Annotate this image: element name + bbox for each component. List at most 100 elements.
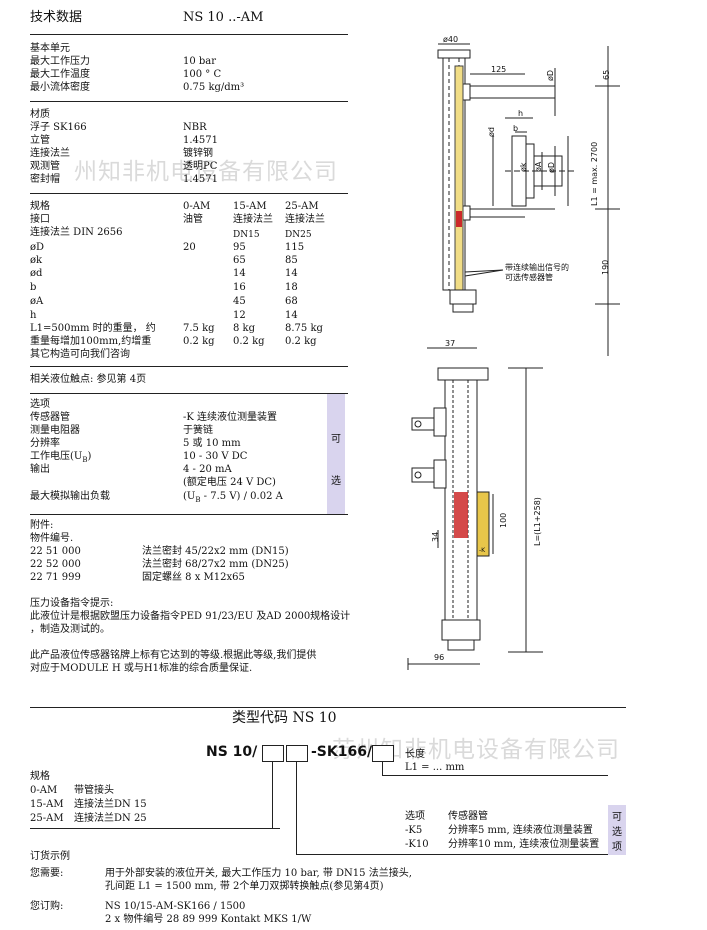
options-side-tab (327, 394, 345, 514)
pressure-line: ，制造及测试的。 (30, 624, 110, 635)
drawing-note: 带连续输出信号的 (505, 262, 569, 272)
spec-cell: 14 (285, 310, 298, 321)
technical-drawing-top: ø40 125 øD 65 h ød b øk øA øD L1 = max. … (427, 36, 620, 356)
spec-note: 其它构造可向我们咨询 (30, 349, 130, 360)
typecode-side-label: 选 (612, 827, 622, 838)
pressure-line: 此液位计是根据欧盟压力设备指令PED 91/23/EU 及AD 2000规格设计 (30, 611, 351, 622)
material-label: 连接法兰 (30, 148, 70, 159)
typecode-code-a: NS 10/ (206, 744, 258, 760)
spec-cell: 12 (233, 310, 246, 321)
sensor-pipe (454, 65, 464, 293)
order-need-line: 用于外部安装的液位开关, 最大工作压力 10 bar, 带 DN15 法兰接头, (105, 868, 412, 879)
section-rule (30, 193, 348, 194)
accessory-code: 22 52 000 (30, 559, 81, 570)
spec-cell: 20 (183, 242, 196, 253)
spec-label: øk (30, 255, 43, 266)
spec-cell: 65 (233, 255, 246, 266)
typecode-box-2 (286, 745, 308, 762)
drawing-note: 可选传感器管 (505, 272, 553, 282)
section-rule (30, 366, 348, 367)
spec-cell: 14 (285, 268, 298, 279)
basic-label: 最小流体密度 (30, 82, 90, 93)
typecode-side-label: 可 (612, 812, 622, 823)
dim-label: øk (519, 162, 528, 172)
basic-label: 最大工作温度 (30, 69, 90, 80)
dim-label: b (513, 124, 518, 133)
accessories-heading: 附件: (30, 520, 54, 531)
pressure-line: 此产品液位传感器铭牌上标有它达到的等级.根据此等级,我们提供 (30, 650, 317, 661)
options-label: 工作电压(UB) (30, 451, 91, 466)
typecode-opt-desc: 分辨率10 mm, 连续液位测量装置 (448, 839, 600, 850)
options-side-label: 可 (331, 434, 341, 445)
options-value-text: (U (183, 491, 196, 502)
spec-label: 接口 (30, 214, 50, 225)
typecode-heading: 类型代码 NS 10 (232, 710, 337, 726)
related-note: 相关液位触点: 参见第 4页 (30, 374, 147, 385)
basic-value: 0.75 kg/dm³ (183, 82, 245, 93)
dim-label: ø40 (443, 36, 458, 44)
spec-cell: DN25 (285, 230, 312, 240)
model-title: NS 10 ..-AM (183, 10, 264, 25)
typecode-spec-code: 25-AM (30, 813, 64, 824)
basic-value: 10 bar (183, 56, 217, 67)
spec-label: 重量每增加100mm,约增重 (30, 336, 152, 347)
connector-line (382, 775, 398, 776)
typecode-spec-code: 0-AM (30, 785, 58, 796)
options-value-sub: B (195, 496, 201, 504)
lower-flange (433, 459, 447, 489)
accessory-desc: 固定螺丝 8 x M12x65 (142, 572, 245, 583)
top-cap (437, 49, 471, 59)
typecode-spec-code: 15-AM (30, 799, 64, 810)
accessory-desc: 法兰密封 45/22x2 mm (DN15) (142, 546, 289, 557)
spec-label: h (30, 310, 37, 321)
typecode-code-b: -SK166/ (311, 744, 373, 760)
material-value: NBR (183, 122, 207, 133)
pressure-line: 对应于MODULE H 或与H1标准的综合质量保证. (30, 663, 253, 674)
typecode-opt-desc: 分辨率5 mm, 连续液位测量装置 (448, 825, 593, 836)
section-rule (30, 101, 348, 102)
accessories-subheading: 物件编号. (30, 533, 74, 544)
length-rule (398, 775, 608, 776)
watermark-top: 州知非机电设备有限公司 (74, 159, 338, 185)
spec-label: øD (30, 242, 45, 253)
spec-cell: 8.75 kg (285, 323, 323, 334)
typecode-spec-heading: 规格 (30, 771, 50, 782)
dim-label: 37 (445, 339, 455, 348)
accessory-code: 22 71 999 (30, 572, 81, 583)
material-label: 密封帽 (30, 174, 60, 185)
spec-rule (30, 828, 280, 829)
basic-label: 最大工作压力 (30, 56, 90, 67)
material-label: 立管 (30, 135, 50, 146)
dim-label: øD (546, 70, 555, 81)
connector-line (296, 854, 398, 855)
page-title: 技术数据 (30, 10, 83, 25)
dim-label: L=(L1+258) (533, 497, 542, 546)
spec-cell: 0.2 kg (285, 336, 317, 347)
options-value: -K 连续液位测量装置 (183, 412, 278, 423)
spec-cell: 115 (285, 242, 305, 253)
spec-label: 连接法兰 DIN 2656 (30, 227, 123, 238)
material-value: 1.4571 (183, 135, 218, 146)
spec-label: b (30, 282, 37, 293)
options-label: 输出 (30, 464, 50, 475)
options-label: 传感器管 (30, 412, 70, 423)
order-need-label: 您需要: (30, 868, 64, 879)
dim-label: 96 (434, 653, 444, 662)
options-label: 最大模拟输出负载 (30, 491, 110, 502)
material-heading: 材质 (30, 109, 50, 120)
options-label: 分辨率 (30, 438, 60, 449)
top-cap (437, 367, 489, 381)
typecode-rule (30, 707, 626, 708)
order-need-line: 孔间距 L1 = 1500 mm, 带 2个单刀双掷转换触点(参见第4页) (105, 881, 384, 892)
pressure-heading: 压力设备指令提示: (30, 598, 114, 609)
typecode-spec-desc: 连接法兰DN 25 (74, 813, 147, 824)
connector-line (272, 761, 273, 828)
dim-label: 190 (601, 260, 610, 275)
spec-cell: 14 (233, 268, 246, 279)
options-value: 10 - 30 V DC (183, 451, 248, 462)
dim-label: L1 = max. 2700 (590, 142, 599, 206)
dim-label: h (518, 109, 523, 118)
spec-col: 0-AM (183, 201, 211, 212)
spec-label: L1=500mm 时的重量， 约 (30, 323, 156, 334)
typecode-opt-code: -K5 (405, 825, 423, 836)
